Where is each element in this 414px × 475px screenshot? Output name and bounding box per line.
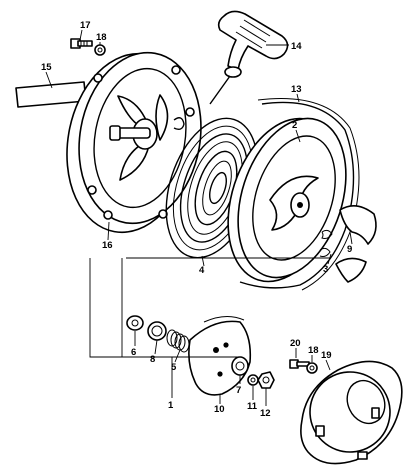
callout-10: 10 [214,404,225,415]
clip-8-part [147,321,167,341]
callout-16: 16 [102,240,113,251]
callout-15: 15 [41,62,52,73]
callout-13: 13 [291,84,302,95]
ratchet-plate-part [188,316,252,396]
callout-11: 11 [247,401,258,412]
callout-8: 8 [150,354,155,365]
washer-lower-part [306,362,318,374]
callout-17: 17 [80,20,91,31]
starter-handle-part [217,10,289,78]
callout-19: 19 [321,350,332,361]
callout-3: 3 [323,264,328,275]
bolt-lower-part [289,359,310,369]
pawl-part [335,205,377,283]
callout-1: 1 [168,400,174,411]
spacer-7-part [231,356,249,376]
callout-18-lower: 18 [308,345,319,356]
callout-7: 7 [236,385,241,396]
callout-4: 4 [199,265,205,276]
callout-6: 6 [131,347,136,358]
callout-labels: 17 18 15 14 13 2 16 4 9 3 6 8 5 7 1 10 1… [41,20,352,419]
washer-6-part [126,315,144,331]
spring-5-part [166,329,190,353]
callout-5: 5 [171,362,177,373]
leader-lines [45,29,353,406]
washer-11-part [247,374,259,386]
washer-top-part [94,44,106,56]
nut-12-part [257,371,275,389]
callout-20: 20 [290,338,301,349]
callout-14: 14 [291,41,302,52]
rope-pulley-part [227,117,347,283]
starter-housing-part [66,51,202,234]
pawl-spring-part [319,229,333,257]
callout-9: 9 [347,244,352,255]
callout-2: 2 [292,120,297,131]
bolt-top-part [70,38,93,49]
callout-12: 12 [260,408,271,419]
callout-18-top: 18 [96,32,107,43]
cup-cover-part [300,360,403,465]
